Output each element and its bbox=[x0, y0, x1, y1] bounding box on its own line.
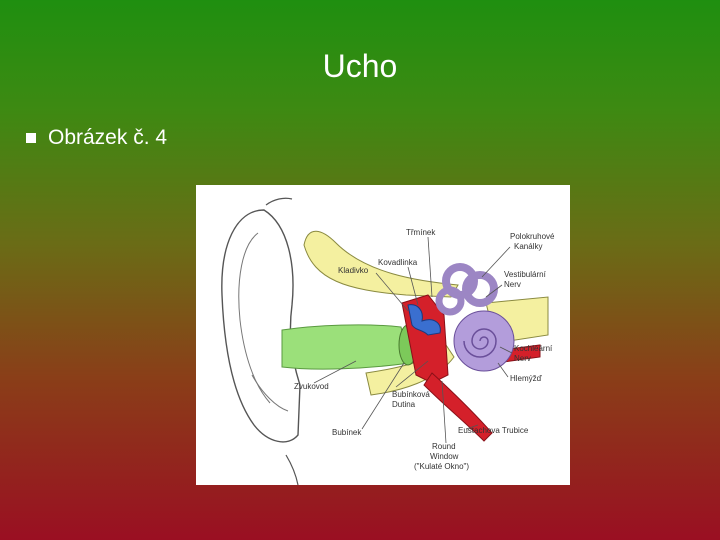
label-kladivko: Kladivko bbox=[338, 266, 369, 275]
label-vestibularni-2: Nerv bbox=[504, 280, 521, 289]
leader-polokruhove bbox=[481, 246, 511, 278]
label-zvukovod: Zvukovod bbox=[294, 382, 329, 391]
head-outline bbox=[265, 197, 293, 206]
bullet-square-icon bbox=[26, 133, 36, 143]
canal-3 bbox=[435, 286, 465, 316]
label-bubinkova-1: Bubínková bbox=[392, 390, 430, 399]
ossicles bbox=[407, 304, 441, 336]
canal-2 bbox=[462, 271, 498, 307]
label-kochlearni-1: Kochleární bbox=[514, 344, 553, 353]
leader-hlemyzd bbox=[497, 362, 509, 378]
ear-diagram: Třmínek Polokruhové Kanálky Kovadlinka K… bbox=[221, 197, 555, 485]
label-eustachova: Eustachova Trubice bbox=[458, 426, 529, 435]
leader-kladivko bbox=[375, 272, 409, 312]
leader-trminek bbox=[427, 236, 433, 298]
label-bubinkova-2: Dutina bbox=[392, 400, 416, 409]
label-kovadlinka: Kovadlinka bbox=[378, 258, 418, 267]
slide-title: Ucho bbox=[322, 48, 398, 84]
pinna-shape bbox=[221, 209, 301, 443]
bone-upper bbox=[303, 230, 459, 298]
cochlea-spiral bbox=[463, 328, 497, 358]
label-bubinek: Bubínek bbox=[332, 428, 362, 437]
neck-outline bbox=[285, 454, 299, 485]
label-polokruhove-2: Kanálky bbox=[514, 242, 542, 251]
ear-canal bbox=[281, 324, 411, 370]
leader-kovadlinka bbox=[407, 266, 419, 306]
pinna-lobe-fold bbox=[251, 374, 289, 412]
label-hlemyzd: Hlemýžď bbox=[510, 374, 542, 383]
bullet-text: Obrázek č. 4 bbox=[48, 126, 168, 149]
label-round-1: Round bbox=[432, 442, 456, 451]
label-trminek: Třmínek bbox=[406, 228, 436, 237]
label-polokruhove-1: Polokruhové bbox=[510, 232, 555, 241]
leader-round bbox=[441, 380, 447, 444]
label-round-2: Window bbox=[430, 452, 459, 461]
ear-anatomy-figure: Třmínek Polokruhové Kanálky Kovadlinka K… bbox=[196, 185, 570, 485]
cochlea bbox=[453, 310, 515, 372]
leader-zvukovod bbox=[313, 360, 357, 384]
leader-kochlearni bbox=[499, 346, 513, 354]
label-round-3: ("Kulaté Okno") bbox=[414, 462, 469, 471]
bullet-item: Obrázek č. 4 bbox=[26, 126, 167, 150]
leader-vestibularni bbox=[485, 284, 503, 298]
leader-bubinkova bbox=[395, 360, 429, 388]
leader-bubinek bbox=[361, 362, 405, 430]
eustachian-tube bbox=[423, 372, 493, 442]
label-vestibularni-1: Vestibulární bbox=[504, 270, 547, 279]
label-kochlearni-2: Nerv bbox=[514, 354, 531, 363]
leader-eustachova bbox=[465, 424, 479, 430]
